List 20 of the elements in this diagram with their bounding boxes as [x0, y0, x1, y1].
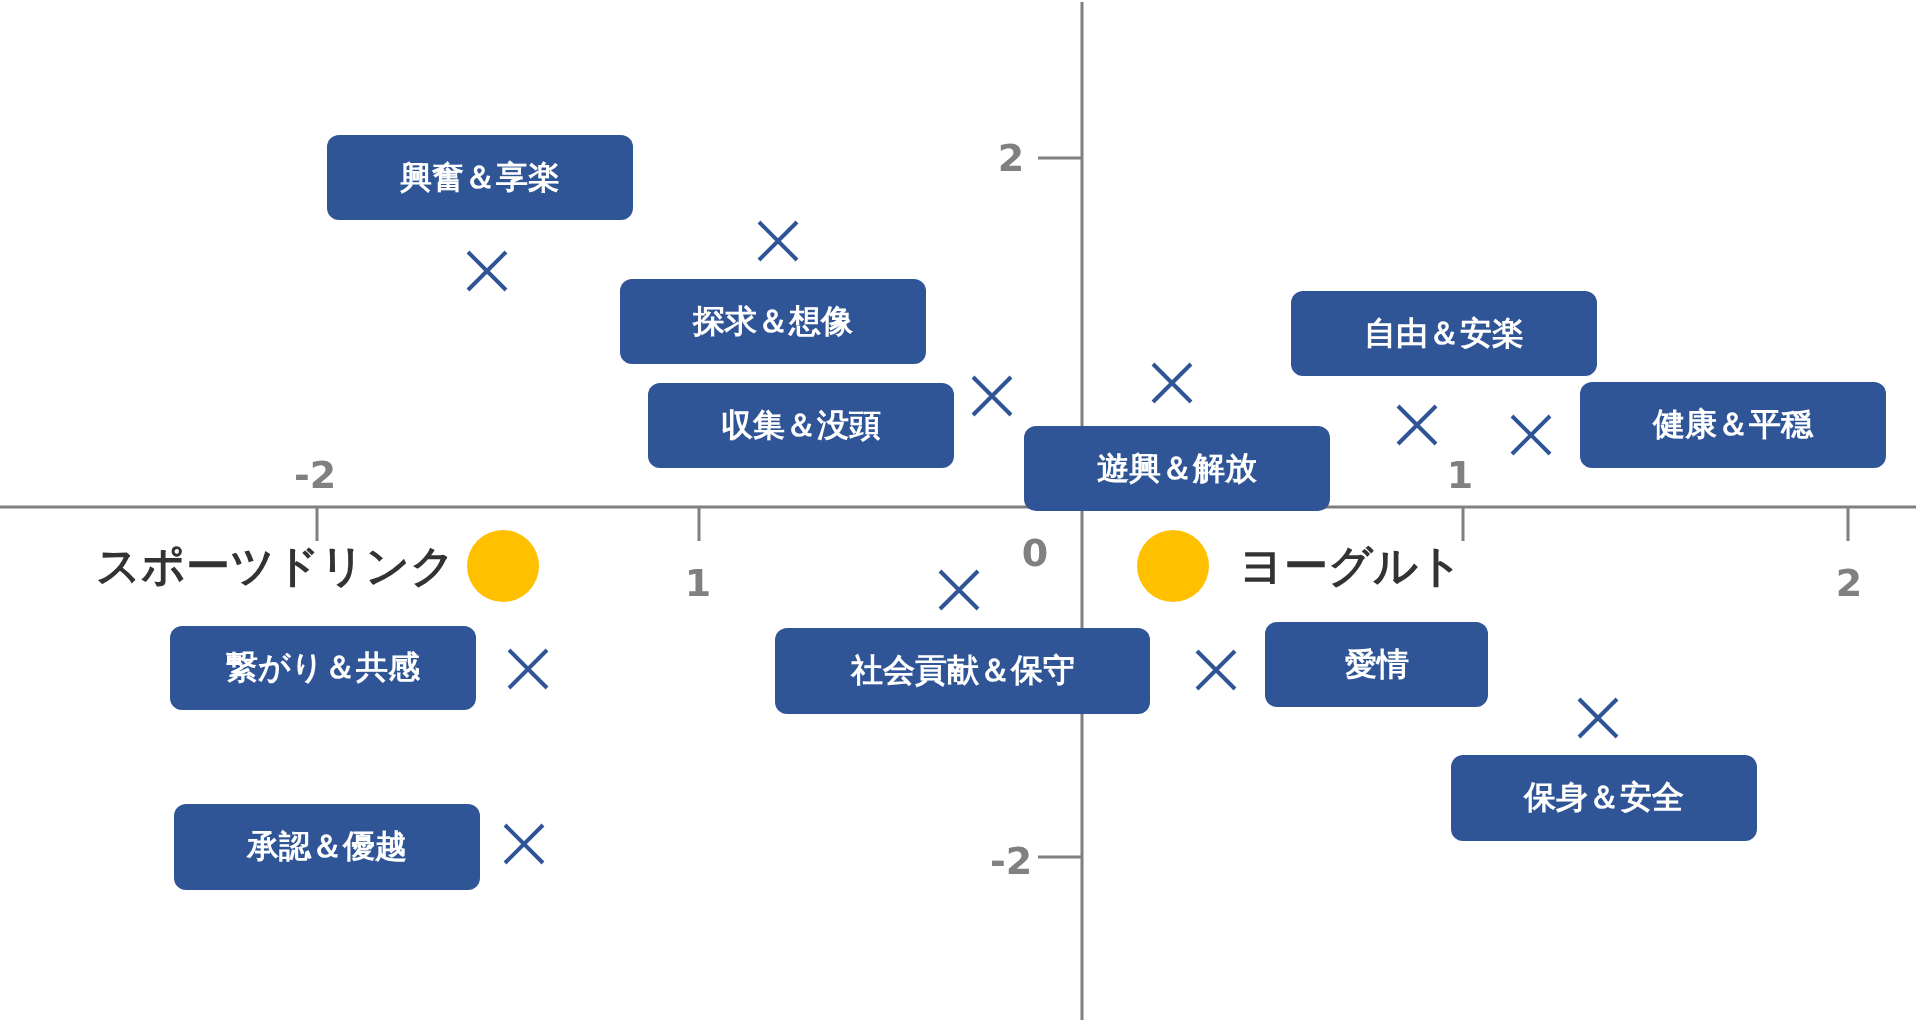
axis-tick-label: -2 — [989, 839, 1033, 883]
category-box: 健康＆平穏 — [1580, 382, 1886, 468]
category-box: 探求＆想像 — [620, 279, 926, 364]
axis-tick-label: 2 — [997, 136, 1025, 180]
axis-tick-label: 0 — [1021, 531, 1049, 575]
axis-tick-label: -2 — [293, 453, 337, 497]
product-label: スポーツドリンク — [96, 538, 455, 593]
category-box: 興奮＆享楽 — [327, 135, 633, 220]
axis-tick-label: 1 — [1446, 453, 1474, 497]
axis-tick-label: 2 — [1835, 561, 1863, 605]
category-box: 収集＆没頭 — [648, 383, 954, 468]
axis-tick-label: 1 — [684, 561, 712, 605]
category-box: 愛情 — [1265, 622, 1488, 707]
category-box: 遊興＆解放 — [1024, 426, 1330, 511]
product-label: ヨーグルト — [1239, 538, 1463, 593]
category-box: 承認＆優越 — [174, 804, 480, 890]
category-box: 繋がり＆共感 — [170, 626, 476, 710]
category-box: 社会貢献＆保守 — [775, 628, 1150, 714]
category-box: 保身＆安全 — [1451, 755, 1757, 841]
category-box: 自由＆安楽 — [1291, 291, 1597, 376]
